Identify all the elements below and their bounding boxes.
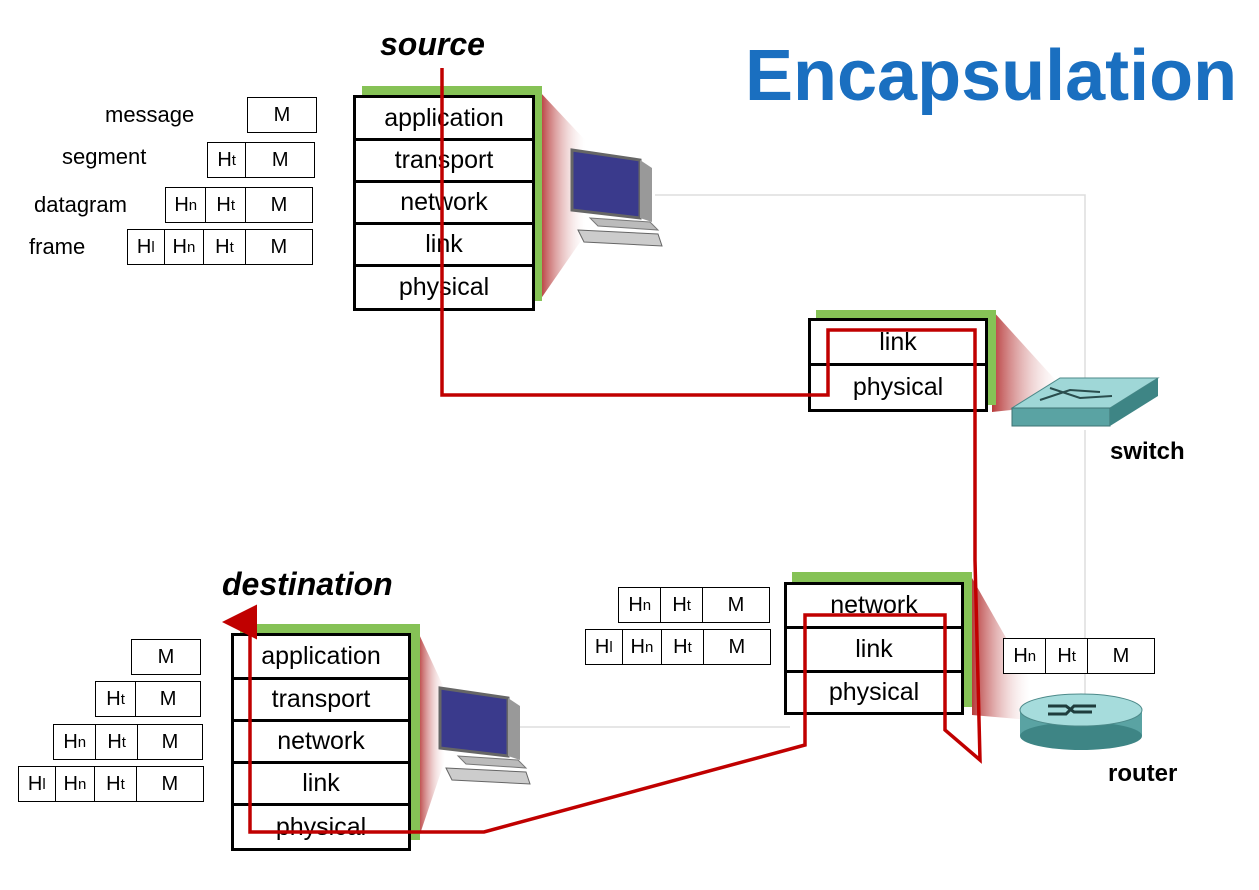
switch-layer-link: link (811, 321, 985, 366)
m-cell: M (245, 143, 314, 177)
source-layer-physical: physical (398, 273, 490, 301)
source-cone (540, 92, 585, 300)
switch-label: switch (1110, 438, 1185, 465)
source-layer-network: network (356, 183, 532, 225)
switch-stack: link physical (808, 318, 988, 412)
source-message-packet: M (247, 97, 317, 133)
message-label: message (105, 102, 195, 127)
source-label: source (380, 26, 485, 62)
router-stack: network link physical (784, 582, 964, 715)
source-stack: application transport network link physi… (353, 95, 535, 311)
m-cell: M (136, 725, 202, 759)
router-label: router (1108, 760, 1178, 787)
source-layer-link: link (356, 225, 532, 267)
frame-label: frame (29, 234, 86, 259)
m-cell: M (1086, 639, 1154, 673)
router-cone (972, 578, 1030, 720)
m-cell: M (701, 588, 769, 622)
datagram-label: datagram (34, 192, 127, 217)
m-cell: M (244, 230, 312, 264)
destination-layer-transport: transport (234, 680, 408, 722)
destination-layer-physical: physical (275, 812, 367, 841)
router-layer-physical: physical (828, 678, 920, 706)
destination-stack: application transport network link physi… (231, 633, 411, 851)
destination-layer-link: link (234, 764, 408, 806)
m-cell: M (702, 630, 770, 664)
source-layer-application: application (356, 98, 532, 141)
m-cell: M (135, 682, 200, 716)
source-layer-transport: transport (356, 141, 532, 183)
router-layer-network: network (787, 585, 961, 629)
m-cell: M (157, 645, 175, 668)
destination-layer-application: application (234, 636, 408, 680)
switch-layer-physical: physical (852, 373, 944, 401)
m-cell: M (135, 767, 203, 801)
destination-layer-network: network (234, 722, 408, 764)
m-cell: M (244, 188, 312, 222)
segment-label: segment (62, 144, 147, 169)
destination-cone (418, 632, 445, 840)
m-cell: M (273, 103, 291, 126)
dest-message-packet: M (131, 639, 201, 675)
router-layer-link: link (787, 629, 961, 673)
switch-cone (992, 310, 1060, 412)
